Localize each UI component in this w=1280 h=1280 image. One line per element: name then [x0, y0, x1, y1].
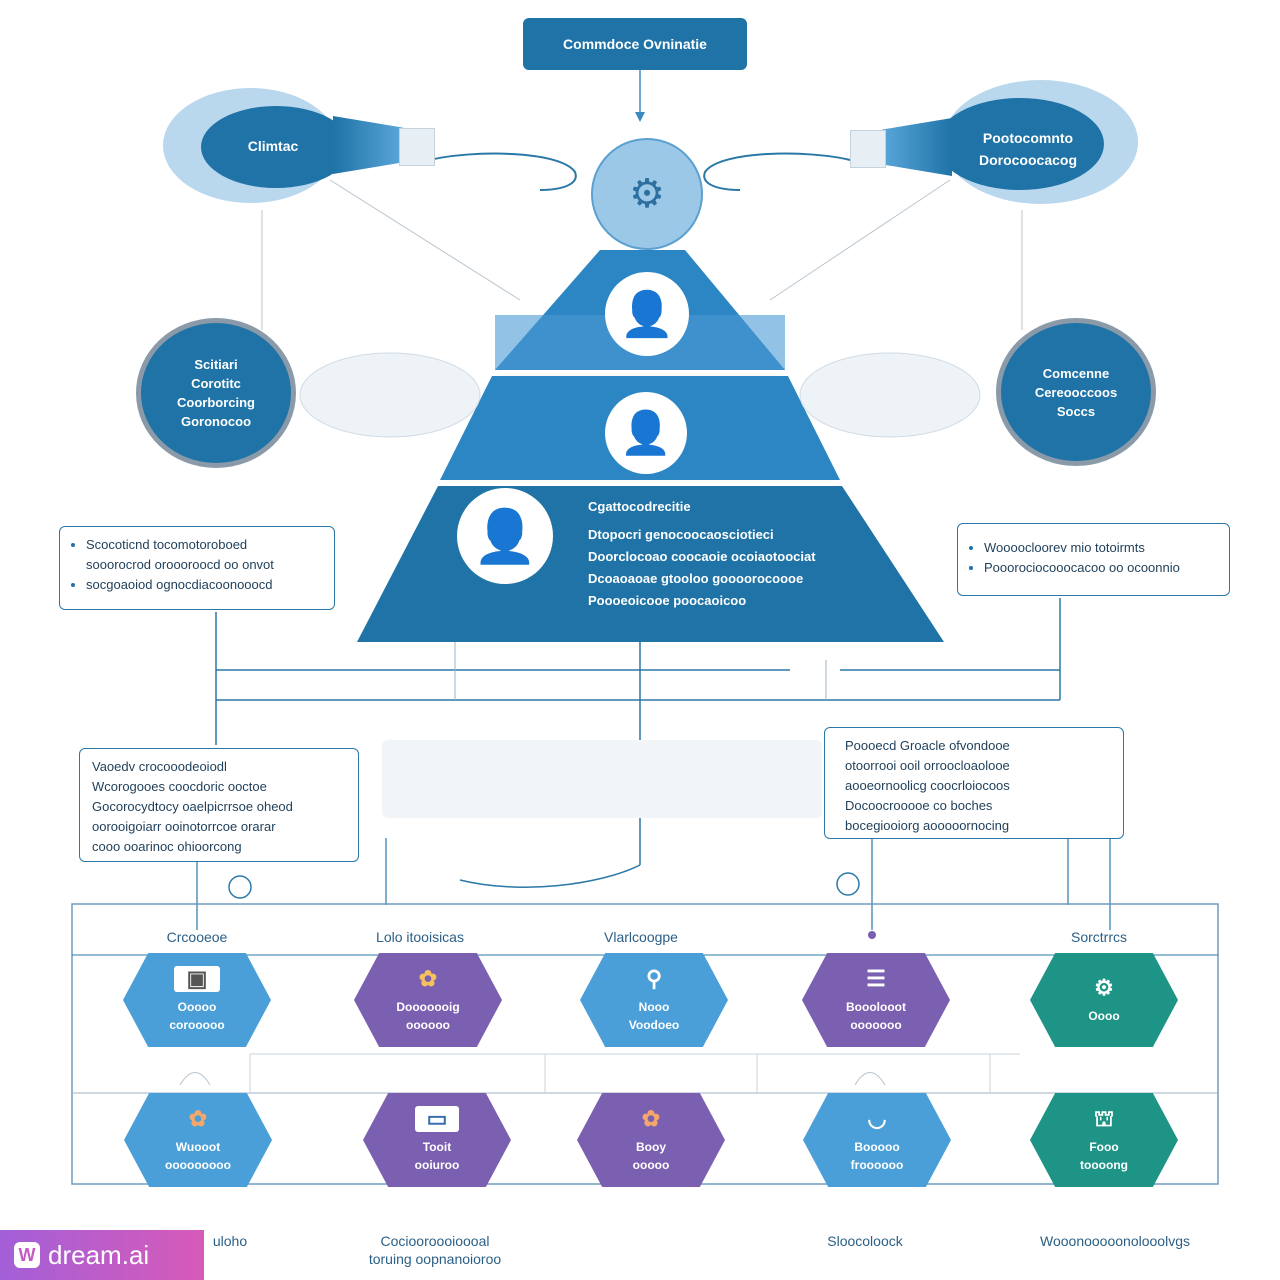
document-icon: ☰: [866, 966, 886, 991]
hex-label: Booooo: [854, 1140, 900, 1154]
column-label: Sorctrrcs: [1071, 929, 1127, 945]
hex-label: toooong: [1080, 1158, 1128, 1172]
hex-node[interactable]: ☰ Booolooot ooooooo: [802, 953, 950, 1047]
note-line: Wcorogooes coocdoric ooctoe: [92, 779, 267, 794]
circle-left-line: Coorborcing: [177, 395, 255, 410]
hex-label: ooiuroo: [414, 1158, 460, 1172]
note-item: Woooocloorev mio totoirmts: [984, 538, 1217, 558]
hex-label: Nooo: [638, 1000, 670, 1014]
circle-left-line: Corotitc: [191, 376, 241, 391]
hex-label: Voodoeo: [628, 1018, 680, 1032]
pyramid-line: Poooeoicooe poocaoicoo: [588, 593, 747, 608]
hex-label: Tooit: [422, 1140, 452, 1154]
bulb-right-label-2: Dorocoocacog: [978, 152, 1077, 168]
magnifier-icon: ⚲: [645, 966, 663, 991]
note-line: Docoocrooooe co boches: [845, 798, 993, 813]
pyramid-line: Dcoaoaoae gtooloo goooorocoooe: [588, 571, 804, 586]
note-line: Poooecd Groacle ofvondooe: [845, 738, 1010, 753]
bottom-label: toruing oopnanoioroo: [368, 1251, 502, 1267]
hex-label: ooooooooo: [165, 1158, 231, 1172]
hex-node[interactable]: ✿ Dooooooig oooooo: [354, 953, 502, 1047]
note-line: cooo ooarinoc ohioorcong: [92, 839, 242, 854]
note-line: bocegiooiorg aooooornocing: [845, 818, 1010, 833]
watermark-logo: W dream.ai: [0, 1230, 204, 1280]
hex-label: Ooooo: [177, 1000, 217, 1014]
hex-label: corooooo: [169, 1018, 225, 1032]
circle-left-line: Goronocoo: [180, 414, 252, 429]
hex-node[interactable]: ▣ Ooooo corooooo: [123, 953, 271, 1047]
gear-icon: ⚙: [1094, 975, 1114, 1000]
note-line: oorooigoiarr ooinotorrcoe orarar: [92, 819, 276, 834]
circle-right: Comcenne Cereooccoos Soccs: [996, 318, 1156, 466]
lamp-icon: ⛫: [1093, 1106, 1115, 1131]
flower-icon: ✿: [641, 1106, 661, 1131]
person-icon: 👤: [619, 408, 673, 456]
note-mid-right: Poooecd Groacle ofvondooe otoorrooi ooil…: [824, 727, 1124, 839]
hex-label: Booolooot: [846, 1000, 906, 1014]
person-icon: 👤: [472, 507, 538, 566]
hex-node[interactable]: ✿ Wuooot ooooooooo: [124, 1093, 272, 1187]
circle-left: Scitiari Corotitc Coorborcing Goronocoo: [136, 318, 296, 468]
hex-label: froooooo: [850, 1158, 904, 1172]
hex-node[interactable]: ✿ Booy ooooo: [577, 1093, 725, 1187]
hex-node[interactable]: ▭ Tooit ooiuroo: [363, 1093, 511, 1187]
center-gear-node: ⚙: [591, 138, 703, 250]
person-icon: 👤: [619, 290, 675, 339]
hex-label: Dooooooig: [396, 1000, 460, 1014]
circle-right-line: Cereooccoos: [1034, 384, 1118, 400]
watermark-text: dream.ai: [48, 1239, 150, 1270]
top-title-box: Commdoce Ovninatie: [523, 18, 747, 70]
circle-left-line: Scitiari: [194, 357, 238, 372]
avatar-top: 👤: [605, 272, 689, 356]
circle-right-line: Comcenne: [1042, 365, 1110, 381]
gear-icon: ⚙: [629, 172, 665, 216]
hex-label: ooooo: [632, 1158, 670, 1172]
hex-node[interactable]: ⛫ Fooo toooong: [1030, 1093, 1178, 1187]
dream-logo-icon: W: [14, 1242, 40, 1268]
column-label: Vlarlcoogpe: [604, 929, 678, 945]
dish-icon: ◡: [867, 1106, 887, 1131]
column-label: Crcooeoe: [166, 929, 228, 945]
bulb-left-label: Climtac: [247, 138, 299, 154]
flower-icon: ✿: [418, 966, 438, 991]
bulb-left: Climtac: [163, 88, 435, 208]
hex-label: Fooo: [1089, 1140, 1119, 1154]
hex-node[interactable]: ⚙ Oooo: [1030, 953, 1178, 1047]
column-label: Lolo itooisicas: [376, 929, 464, 945]
pyramid-line: Doorclocoao coocaoie ocoiaotoociat: [588, 549, 816, 564]
note-item: socgoaoiod ognocdiacoonooocd: [86, 575, 322, 595]
note-top-left: Scocoticnd tocomotoroboed sooorocrod oro…: [59, 526, 335, 610]
bulb-right: Pootocomnto Dorocoocacog: [848, 80, 1140, 210]
circle-right-line: Soccs: [1056, 403, 1096, 419]
hex-node[interactable]: ⚲ Nooo Voodoeo: [580, 953, 728, 1047]
note-line: Gocorocydtocy oaelpicrrsoe oheod: [92, 799, 293, 814]
hex-label: Oooo: [1088, 1009, 1120, 1023]
hex-node[interactable]: ◡ Booooo froooooo: [803, 1093, 951, 1187]
note-line: Vaoedv crocooodeoiodl: [92, 759, 227, 774]
pyramid-line: Dtopocri genocoocaosciotieci: [588, 527, 774, 542]
note-item: sooorocrod oroooroocd oo onvot: [86, 557, 274, 572]
hex-label: oooooo: [406, 1018, 450, 1032]
bulb-right-label-1: Pootocomnto: [982, 130, 1074, 146]
note-line: aooeornoolicg coocrloiocoos: [845, 778, 1010, 793]
note-line: otoorrooi ooil orroocloaolooe: [845, 758, 1010, 773]
note-item: Scocoticnd tocomotoroboed: [86, 535, 322, 555]
flower-icon: ✿: [188, 1106, 208, 1131]
note-mid-left: Vaoedv crocooodeoiodl Wcorogooes coocdor…: [79, 748, 359, 862]
avatar-bottom: 👤: [457, 488, 553, 584]
pyramid-text: Cgattocodrecitie Dtopocri genocoocaoscio…: [588, 496, 888, 612]
pyramid-title: Cgattocodrecitie: [588, 499, 691, 514]
bottom-label: Cociooroooioooal: [380, 1233, 490, 1249]
note-item: Pooorociocooocacoo oo ocoonnio: [984, 558, 1217, 578]
bottom-label: Sloocoloock: [827, 1233, 903, 1249]
hex-label: Wuooot: [175, 1140, 221, 1154]
avatar-middle: 👤: [605, 392, 687, 474]
hex-label: Booy: [636, 1140, 666, 1154]
bottom-label: uloho: [212, 1233, 248, 1249]
hex-label: ooooooo: [850, 1018, 902, 1032]
tablet-icon: ▭: [415, 1106, 459, 1132]
photo-frame-icon: ▣: [174, 966, 220, 992]
note-top-right: Woooocloorev mio totoirmts Pooorociocooo…: [957, 523, 1230, 596]
bottom-label: Wooonooooonolooolvgs: [1040, 1233, 1190, 1249]
